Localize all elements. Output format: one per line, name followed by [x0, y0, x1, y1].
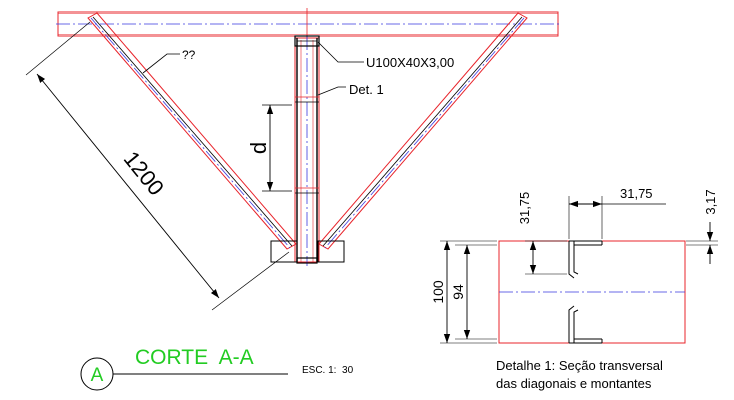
- dim-flange-left: 31,75: [517, 192, 532, 225]
- detail-section: 31,75 31,75 3,17 100 94 Detalhe 1: Seção…: [430, 186, 718, 391]
- section-title: CORTE A-A: [135, 346, 254, 369]
- section-id: A: [91, 365, 104, 386]
- unknown-label: ??: [182, 48, 196, 62]
- dim-thickness: 3,17: [703, 189, 718, 214]
- base-plates: [270, 240, 345, 264]
- dim-inner-height: 94: [450, 284, 466, 300]
- dim-1200-label: 1200: [119, 146, 169, 200]
- title-block: A CORTE A-A ESC. 1: 30: [80, 346, 354, 391]
- dim-d: d: [246, 104, 292, 192]
- dim-1200: 1200: [25, 21, 290, 311]
- dim-flange-right: 31,75: [620, 186, 653, 201]
- right-diagonal: [318, 12, 528, 250]
- dim-d-label: d: [246, 142, 271, 154]
- dim-outer-height: 100: [430, 280, 446, 304]
- scale-label: ESC. 1: 30: [302, 365, 354, 376]
- detail-caption-line1: Detalhe 1: Seção transversal: [496, 358, 663, 373]
- detail-caption-line2: das diagonais e montantes: [496, 376, 652, 391]
- detail-ref-label: Det. 1: [349, 82, 384, 97]
- annotations: U100X40X3,00 Det. 1 ??: [142, 41, 454, 97]
- profile-label: U100X40X3,00: [366, 55, 454, 70]
- top-beam: [56, 8, 560, 40]
- vertical-post: [294, 35, 320, 266]
